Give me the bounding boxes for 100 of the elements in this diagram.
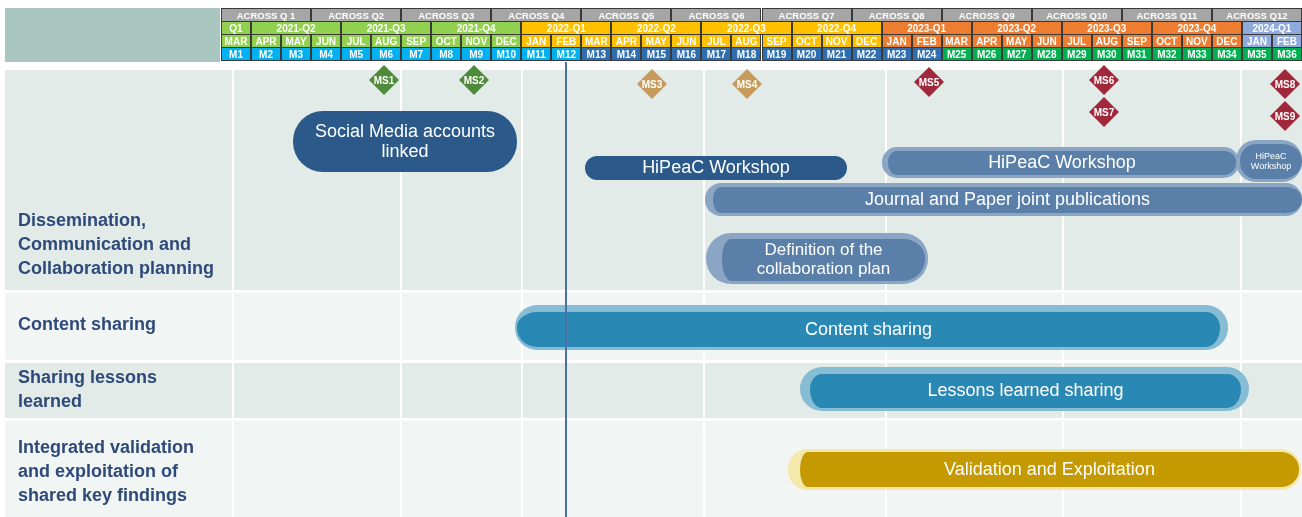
header-cell: 2024-Q1 [1241,21,1302,35]
header-cell: ACROSS Q7 [761,8,852,22]
header-cell: MAY [641,34,672,48]
header-cell: 2022-Q2 [611,21,702,35]
header-cell: M15 [641,47,672,61]
row-band [5,421,1302,517]
header-cell: M27 [1001,47,1032,61]
header-cell: FEB [551,34,582,48]
task-bar: HiPeaC Workshop [882,147,1239,178]
header-cell: ACROSS Q6 [671,8,762,22]
header-cell: M6 [371,47,402,61]
header-cell: JAN [1241,34,1272,48]
header-cell: 2021-Q3 [341,21,432,35]
header-cell: MAR [221,34,251,48]
header-cell: OCT [1151,34,1182,48]
header-cell: OCT [791,34,822,48]
header-cell: DEC [851,34,882,48]
header-cell: M8 [431,47,462,61]
header-cell: M22 [851,47,882,61]
header-cell: AUG [1091,34,1122,48]
task-bar: Lessons learned sharing [800,367,1249,411]
header-cell: 2021-Q2 [251,21,342,35]
header-cell: JAN [521,34,552,48]
header-cell: JAN [881,34,912,48]
header-cell: DEC [491,34,522,48]
header-cell: M16 [671,47,702,61]
header-cell: 2023-Q4 [1151,21,1242,35]
header-cell: M35 [1241,47,1272,61]
header-cell: M1 [221,47,251,61]
header-cell: M7 [401,47,432,61]
header-cell: 2023-Q2 [971,21,1062,35]
task-bar: Social Media accounts linked [293,111,517,172]
header-cell: JUN [311,34,342,48]
header-cell: M14 [611,47,642,61]
header-cell: M13 [581,47,612,61]
header-cell: ACROSS Q5 [581,8,672,22]
row-label: Content sharing [18,313,157,336]
header-cell: ACROSS Q11 [1121,8,1212,22]
header-cell: ACROSS Q3 [401,8,492,22]
header-cell: APR [971,34,1002,48]
header-cell: M20 [791,47,822,61]
task-bar: Definition of the collaboration plan [706,233,928,284]
header-cell: SEP [401,34,432,48]
header-cell: JUN [671,34,702,48]
header-cell: JUL [341,34,372,48]
header-cell: OCT [431,34,462,48]
task-bar: Content sharing [515,305,1228,350]
header-cell: APR [251,34,282,48]
header-cell: JUN [1031,34,1062,48]
header-cell: M28 [1031,47,1062,61]
header-cell: MAY [281,34,312,48]
header-cell: ACROSS Q 1 [221,8,312,22]
header-cell: M5 [341,47,372,61]
header-cell: M23 [881,47,912,61]
header-cell: DEC [1211,34,1242,48]
header-cell: M24 [911,47,942,61]
header-cell: ACROSS Q2 [311,8,402,22]
header-cell: JUL [1061,34,1092,48]
header-cell: MAY [1001,34,1032,48]
header-cell: M32 [1151,47,1182,61]
header-cell: M9 [461,47,492,61]
header-cell: M18 [731,47,762,61]
header-cell: MAR [941,34,972,48]
header-cell: SEP [761,34,792,48]
task-bar: HiPeaC Workshop [585,156,847,180]
header-cell: 2023-Q1 [881,21,972,35]
header-cell: M12 [551,47,582,61]
header-cell: ACROSS Q8 [851,8,942,22]
header-cell: 2022-Q3 [701,21,792,35]
header-cell: APR [611,34,642,48]
header-cell: 2022-Q1 [521,21,612,35]
header-cell: ACROSS Q4 [491,8,582,22]
row-band [5,293,1302,360]
header-cell: ACROSS Q9 [941,8,1032,22]
header-cell: M31 [1121,47,1152,61]
header-cell: ACROSS Q12 [1211,8,1302,22]
header-cell: JUL [701,34,732,48]
header-cell: AUG [371,34,402,48]
task-bar: Journal and Paper joint publications [705,183,1302,216]
header-cell: M10 [491,47,522,61]
header-cell: NOV [461,34,492,48]
header-cell: FEB [911,34,942,48]
header-cell: M21 [821,47,852,61]
header-cell: M29 [1061,47,1092,61]
row-label: Dissemination, Communication and Collaboration planning [18,209,215,280]
header-cell: SEP [1121,34,1152,48]
header-cell: MAR [581,34,612,48]
row-label: Sharing lessons learned [18,366,159,413]
header-cell: M4 [311,47,342,61]
header-cell: FEB [1271,34,1302,48]
header-cell: M17 [701,47,732,61]
header-cell: M36 [1271,47,1302,61]
header-cell: M25 [941,47,972,61]
header-cell: Q1 [221,21,251,35]
header-cell: AUG [731,34,762,48]
header-cell: M33 [1181,47,1212,61]
header-cell: M2 [251,47,282,61]
header-cell: M11 [521,47,552,61]
header-cell: NOV [821,34,852,48]
header-cell: M19 [761,47,792,61]
